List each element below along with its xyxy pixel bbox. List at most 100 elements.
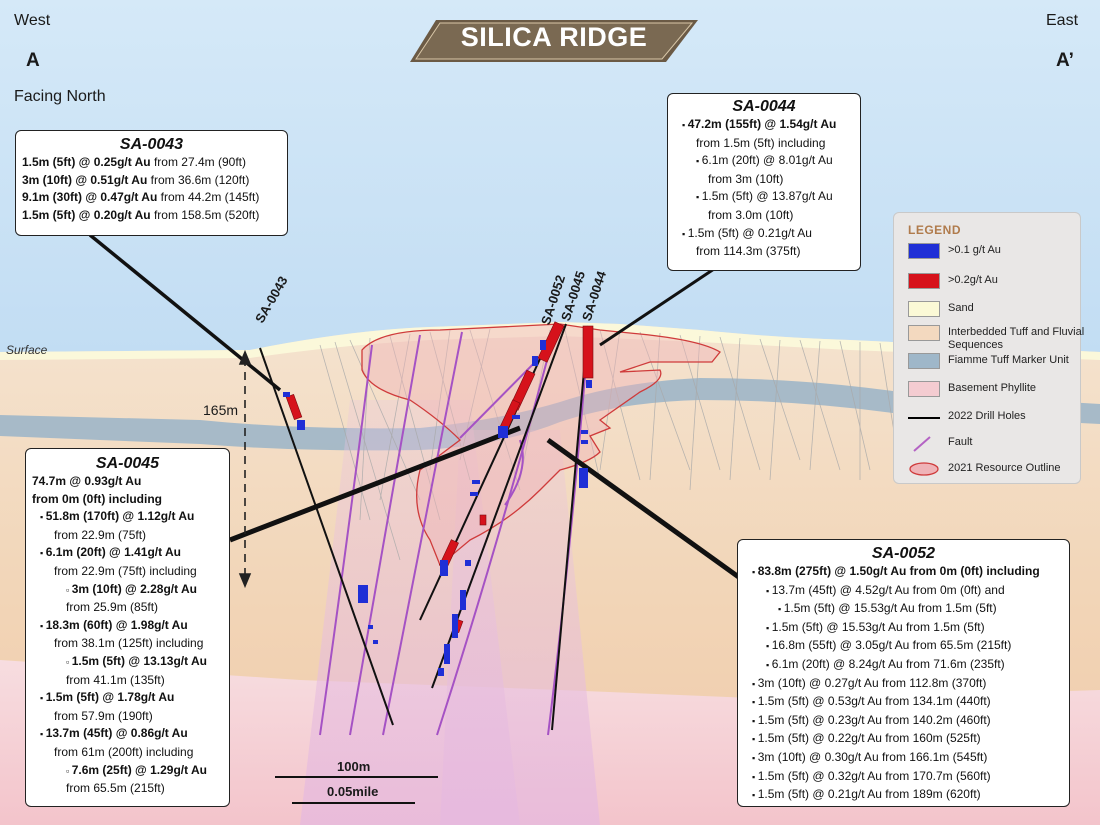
callout-line: 9.1m (30ft) @ 0.47g/t Au from 44.2m (145… xyxy=(22,189,281,207)
bullet-icon: ▪ xyxy=(682,120,688,130)
callout-line: ▪ 1.5m (5ft) @ 0.53g/t Au from 134.1m (4… xyxy=(744,693,1063,712)
facing-label: Facing North xyxy=(14,88,106,105)
callout-line-text: 1.5m (5ft) @ 0.32g/t Au from 170.7m (560… xyxy=(757,768,991,783)
callout-line-text: 1.5m (5ft) @ 0.53g/t Au from 134.1m (440… xyxy=(757,694,991,709)
bullet-icon: ▪ xyxy=(752,697,758,708)
callout-sa0043: SA-0043 1.5m (5ft) @ 0.25g/t Au from 27.… xyxy=(15,130,288,236)
east-label: East xyxy=(1046,12,1079,29)
callout-line-bold: 1.5m (5ft) @ 0.25g/t Au xyxy=(22,155,151,169)
bullet-icon: ▪ xyxy=(752,567,758,577)
bullet-icon: ▪ xyxy=(778,604,784,615)
callout-line: from 41.1m (135ft) xyxy=(32,672,223,690)
callout-line: ▪ 6.1m (20ft) @ 1.41g/t Au xyxy=(32,544,223,563)
callout-line: from 3.0m (10ft) xyxy=(674,207,854,225)
assay-blue-intervals xyxy=(283,340,592,676)
callout-line: ▪ 18.3m (60ft) @ 1.98g/t Au xyxy=(32,617,223,636)
legend-swatch xyxy=(908,353,940,369)
callout-line-text: 3m (10ft) @ 0.27g/t Au from 112.8m (370f… xyxy=(757,675,987,690)
legend-label: 2022 Drill Holes xyxy=(948,410,1026,422)
callout-line-bold: 1.5m (5ft) @ 0.20g/t Au xyxy=(22,207,151,222)
callout-line-text: from 22.9m (75ft) including xyxy=(54,563,197,578)
callout-line: ▪ 51.8m (170ft) @ 1.12g/t Au xyxy=(32,508,223,527)
callout-line-text: from 158.5m (520ft) xyxy=(150,207,260,222)
callout-line-text: from 22.9m (75ft) xyxy=(54,527,147,542)
bullet-icon: ▪ xyxy=(40,729,46,740)
callout-line-bold: from 0m (0ft) including xyxy=(32,491,162,506)
callout-lines: ▪ 83.8m (275ft) @ 1.50g/t Au from 0m (0f… xyxy=(744,563,1063,805)
scale-label-meters: 100m xyxy=(337,759,371,774)
callout-line: 3m (10ft) @ 0.51g/t Au from 36.6m (120ft… xyxy=(22,172,281,190)
bullet-icon: ▪ xyxy=(696,192,702,203)
callout-line: from 38.1m (125ft) including xyxy=(32,635,223,653)
callout-line-text: from 57.9m (190ft) xyxy=(54,708,153,723)
callout-line-text: 13.7m (45ft) @ 4.52g/t Au from 0m (0ft) … xyxy=(771,582,1005,597)
west-label: West xyxy=(14,12,51,29)
callout-line: from 61m (200ft) including xyxy=(32,744,223,762)
callout-line-text: 1.5m (5ft) @ 0.21g/t Au xyxy=(687,225,812,240)
callout-line-bold: 47.2m (155ft) @ 1.54g/t Au xyxy=(687,117,837,131)
callout-line: from 3m (10ft) xyxy=(674,171,854,189)
legend-swatch xyxy=(908,243,940,259)
callout-line: ▪ 3m (10ft) @ 0.27g/t Au from 112.8m (37… xyxy=(744,675,1063,694)
legend-label: Fiamme Tuff Marker Unit xyxy=(948,354,1069,366)
legend-label: Basement Phyllite xyxy=(948,382,1037,394)
callout-line-text: 3m (10ft) @ 0.30g/t Au from 166.1m (545f… xyxy=(757,749,988,764)
bullet-icon: ▪ xyxy=(682,228,688,239)
callout-line-bold: 51.8m (170ft) @ 1.12g/t Au xyxy=(45,509,195,524)
section-a-prime-label: A’ xyxy=(1056,50,1074,71)
depth-arrow xyxy=(238,349,252,589)
surface-label: Surface xyxy=(6,343,48,357)
callout-line-text: 1.5m (5ft) @ 15.53g/t Au from 1.5m (5ft) xyxy=(771,619,985,634)
legend-label: 2021 Resource Outline xyxy=(948,462,1061,474)
callout-line-text: from 3.0m (10ft) xyxy=(708,207,794,222)
scale-label-miles: 0.05mile xyxy=(327,784,379,799)
callout-line: ▪ 6.1m (20ft) @ 8.24g/t Au from 71.6m (2… xyxy=(744,656,1063,675)
bullet-icon: ▪ xyxy=(752,790,758,801)
callout-line-text: 6.1m (20ft) @ 8.01g/t Au xyxy=(701,153,833,168)
page-title: SILICA RIDGE xyxy=(460,22,648,52)
callout-line-bold: 3m (10ft) @ 0.51g/t Au xyxy=(22,172,148,187)
callout-line: 1.5m (5ft) @ 0.25g/t Au from 27.4m (90ft… xyxy=(22,154,281,172)
callout-line-text: 1.5m (5ft) @ 0.22g/t Au from 160m (525ft… xyxy=(757,731,981,746)
bullet-icon: ▪ xyxy=(696,156,702,167)
legend-label: Interbedded Tuff and Fluvial Sequences xyxy=(948,326,1085,351)
callout-line-text: from 1.5m (5ft) including xyxy=(696,135,826,150)
callout-line: ▪ 1.5m (5ft) @ 0.32g/t Au from 170.7m (5… xyxy=(744,768,1063,787)
callout-line: ▫ 3m (10ft) @ 2.28g/t Au xyxy=(32,581,223,600)
callout-line: ▪ 1.5m (5ft) @ 15.53g/t Au from 1.5m (5f… xyxy=(744,619,1063,638)
legend-label: >0.2g/t Au xyxy=(948,274,998,286)
callout-line-text: from 27.4m (90ft) xyxy=(150,155,246,169)
bullet-icon: ▪ xyxy=(766,622,772,633)
legend-label: Sand xyxy=(948,302,974,314)
callout-line-text: 1.5m (5ft) @ 13.87g/t Au xyxy=(701,189,833,204)
bullet-icon: ▪ xyxy=(752,734,758,745)
callout-line: from 57.9m (190ft) xyxy=(32,708,223,726)
callout-line-text: from 65.5m (215ft) xyxy=(66,781,165,796)
legend-swatch xyxy=(908,273,940,289)
callout-line: ▪ 47.2m (155ft) @ 1.54g/t Au xyxy=(674,116,854,135)
legend-title: LEGEND xyxy=(908,223,962,237)
callout-line: 1.5m (5ft) @ 0.20g/t Au from 158.5m (520… xyxy=(22,207,281,225)
legend-swatch xyxy=(908,461,940,477)
callout-title: SA-0052 xyxy=(871,545,936,562)
callout-line-text: 1.5m (5ft) @ 0.21g/t Au from 189m (620ft… xyxy=(757,787,981,802)
callout-line-text: 16.8m (55ft) @ 3.05g/t Au from 65.5m (21… xyxy=(771,638,1012,653)
callout-line: ▪ 1.5m (5ft) @ 0.21g/t Au xyxy=(674,225,854,244)
callout-line-text: from 3m (10ft) xyxy=(708,171,784,186)
callout-line-bold: 13.7m (45ft) @ 0.86g/t Au xyxy=(45,726,188,741)
alteration-plume xyxy=(440,430,600,825)
callout-line-text: from 41.1m (135ft) xyxy=(66,672,165,687)
scale-bars xyxy=(275,776,438,804)
bullet-icon: ▪ xyxy=(40,693,46,704)
callout-line: ▪ 1.5m (5ft) @ 15.53g/t Au from 1.5m (5f… xyxy=(744,600,1063,619)
depth-label: 165m xyxy=(203,402,239,418)
callout-line: ▪ 13.7m (45ft) @ 0.86g/t Au xyxy=(32,725,223,744)
callout-line: from 1.5m (5ft) including xyxy=(674,135,854,153)
callout-line: ▪ 3m (10ft) @ 0.30g/t Au from 166.1m (54… xyxy=(744,749,1063,768)
bullet-icon: ▫ xyxy=(66,656,72,667)
callout-line: ▪ 13.7m (45ft) @ 4.52g/t Au from 0m (0ft… xyxy=(744,582,1063,601)
callout-title: SA-0045 xyxy=(95,455,160,472)
bullet-icon: ▪ xyxy=(752,715,758,726)
